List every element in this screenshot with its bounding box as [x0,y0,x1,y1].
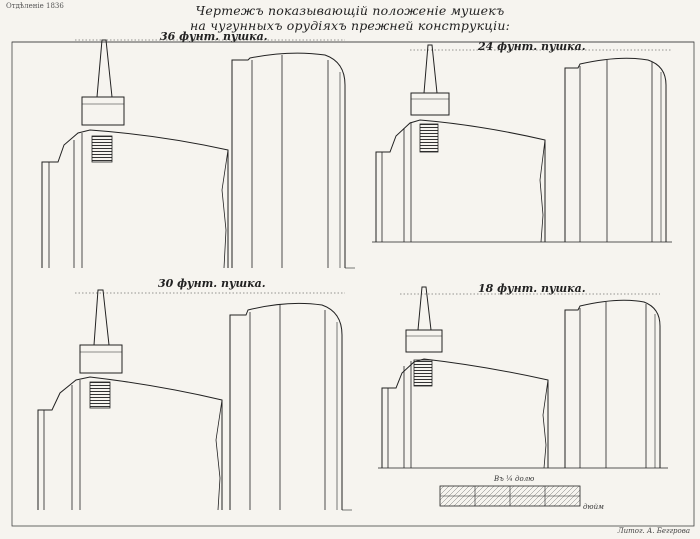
scale-unit: дюйм [583,503,604,511]
sight-cone-30 [93,289,110,346]
lithographer-signature: Литог. А. Беггрова [617,527,690,535]
label-18-pounder: 18 фунт. пушка. [478,282,586,295]
panel-18-pounder [378,286,668,469]
panel-36-pounder [41,39,355,269]
breech-outline-36 [41,129,229,268]
scale-title: Въ ¼ долю [494,475,535,483]
sight-screw-24 [419,123,439,153]
title-line-1: Чертежъ показывающій положеніе мушекъ [195,3,505,18]
muzzle-outline-36 [231,52,346,268]
panel-24-pounder [372,44,672,243]
sight-cone-18 [417,286,432,331]
breech-outline-18 [381,358,549,468]
sight-cone-24 [423,44,438,94]
breech-outline-24 [375,119,546,242]
sheet-frame [11,41,695,527]
sight-cone-36 [96,39,113,98]
sight-screw-30 [89,381,111,409]
breech-outline-30 [37,376,223,510]
muzzle-outline-24 [564,57,667,242]
muzzle-outline-30 [229,302,343,510]
sight-screw-36 [91,135,113,163]
label-30-pounder: 30 фунт. пушка. [158,277,266,290]
scale-bar [439,485,581,507]
corner-note: Отдѣленіе 1836 [6,2,64,10]
sight-screw-18 [413,359,433,387]
muzzle-outline-18 [564,299,661,468]
title-line-2: на чугунныхъ орудіяхъ прежней конструкці… [189,18,511,33]
panel-30-pounder [37,289,352,511]
